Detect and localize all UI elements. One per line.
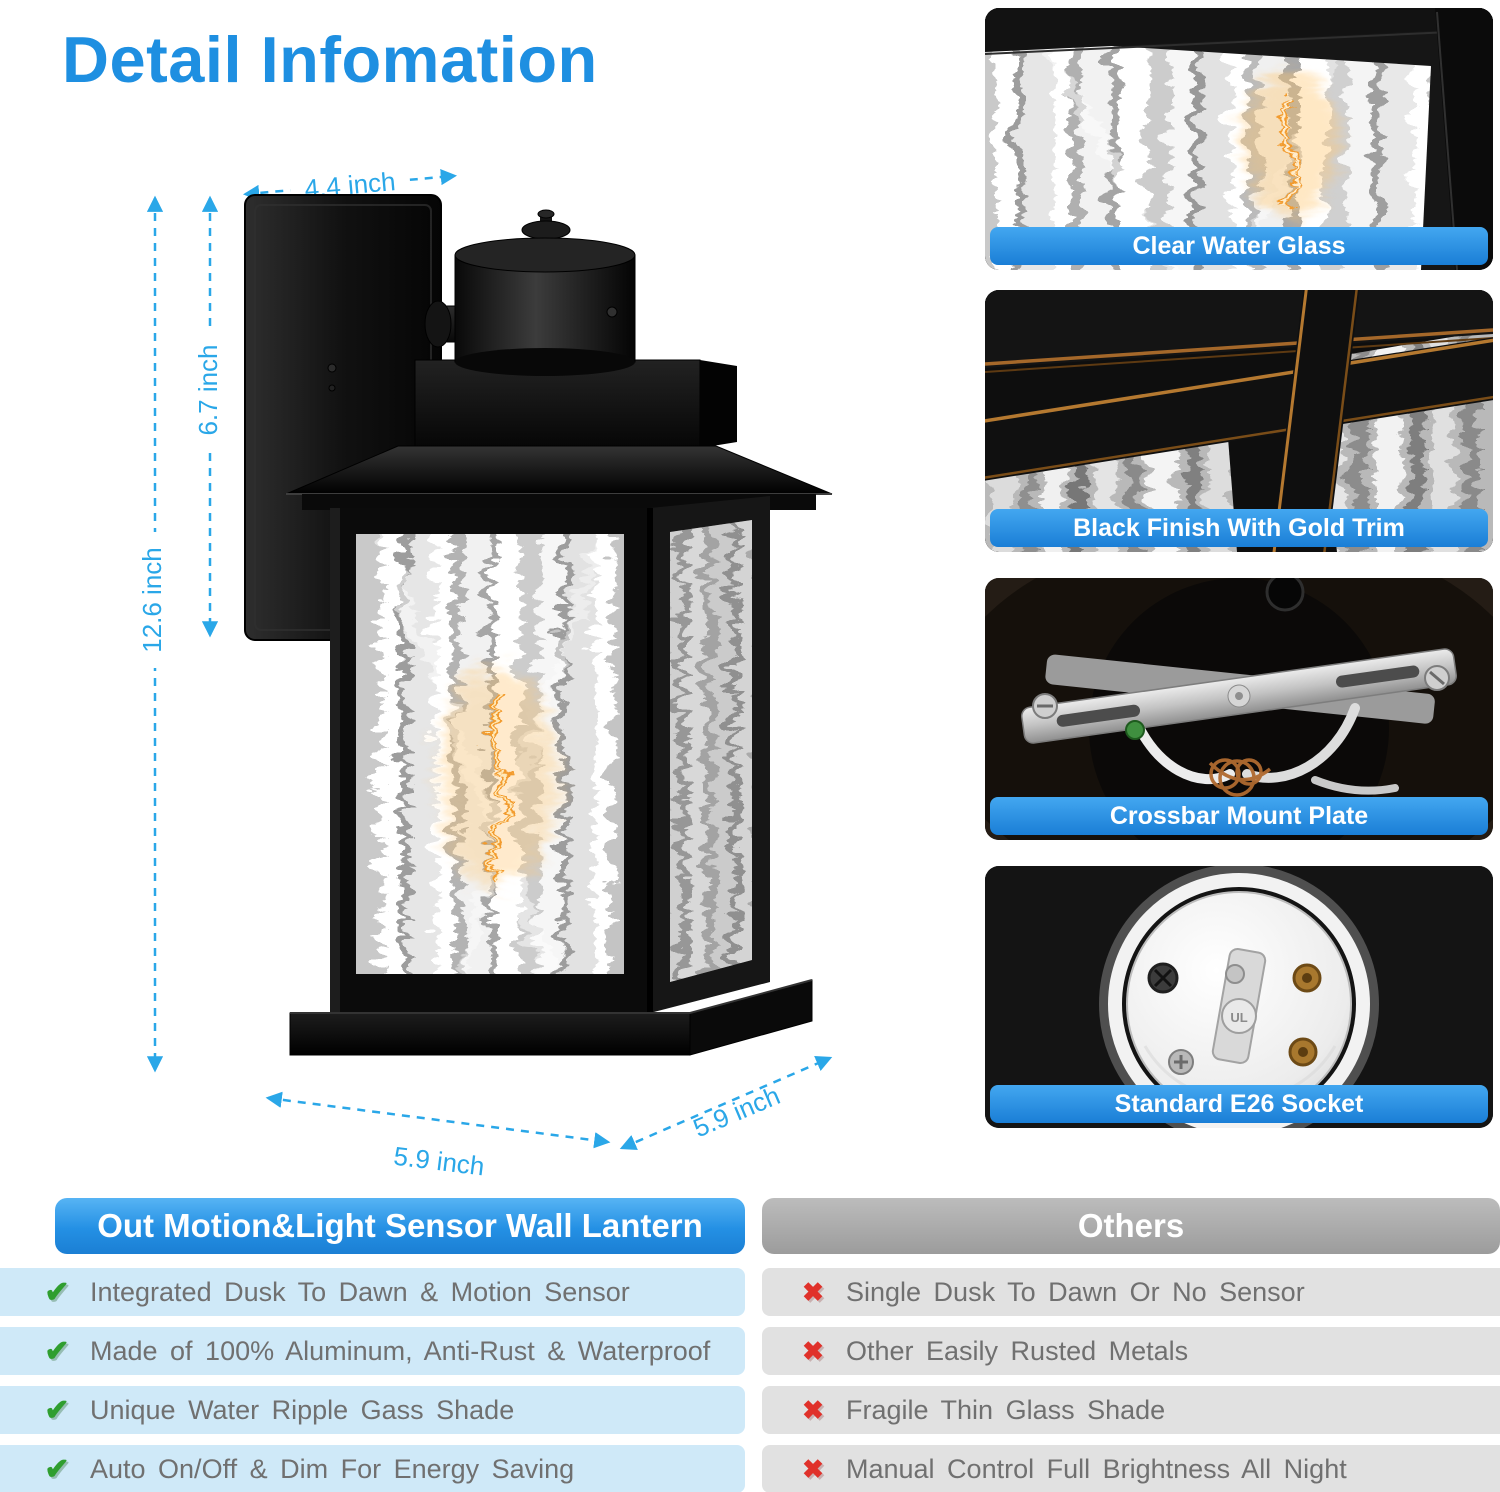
check-icon: ✔ xyxy=(44,1452,70,1486)
motion-sensor-head xyxy=(454,209,636,376)
pro-row-3: ✔ Unique Water Ripple Gass Shade xyxy=(0,1386,745,1434)
page-title: Detail Infomation xyxy=(62,23,598,96)
con-row-4: ✖ Manual Control Full Brightness All Nig… xyxy=(762,1445,1500,1492)
feature-label-clear-water-glass: Clear Water Glass xyxy=(990,227,1488,265)
pro-row-text: Auto On/Off & Dim For Energy Saving xyxy=(90,1453,575,1484)
feature-card-clear-water-glass: Clear Water Glass xyxy=(985,8,1493,270)
dim-label-base-depth: 5.9 inch xyxy=(689,1080,785,1143)
dimension-total-height: 12.6 inch xyxy=(136,195,167,1073)
e26-socket-photo: UL xyxy=(985,866,1493,1128)
side-water-glass-panel xyxy=(647,508,752,1013)
crossbar-mount-plate-photo xyxy=(985,578,1493,840)
feature-label-crossbar-mount-plate: Crossbar Mount Plate xyxy=(990,797,1488,835)
con-row-1: ✖ Single Dusk To Dawn Or No Sensor xyxy=(762,1268,1500,1316)
con-row-text: Single Dusk To Dawn Or No Sensor xyxy=(846,1276,1305,1307)
comparison-header-others: Others xyxy=(762,1198,1500,1254)
feature-card-standard-e26-socket: UL Standard E26 Socket xyxy=(985,866,1493,1128)
pro-row-text: Integrated Dusk To Dawn & Motion Sensor xyxy=(90,1276,630,1307)
pro-row-4: ✔ Auto On/Off & Dim For Energy Saving xyxy=(0,1445,745,1492)
cross-icon: ✖ xyxy=(802,1394,824,1425)
pro-row-text: Unique Water Ripple Gass Shade xyxy=(90,1394,515,1425)
lantern-base xyxy=(289,979,813,1056)
con-row-text: Manual Control Full Brightness All Night xyxy=(846,1453,1347,1484)
feature-label-black-finish-gold-trim: Black Finish With Gold Trim xyxy=(990,509,1488,547)
pro-row-2: ✔ Made of 100% Aluminum, Anti-Rust & Wat… xyxy=(0,1327,745,1375)
feature-label-standard-e26-socket: Standard E26 Socket xyxy=(990,1085,1488,1123)
dim-label-base-width: 5.9 inch xyxy=(392,1141,486,1182)
con-row-text: Fragile Thin Glass Shade xyxy=(846,1394,1166,1425)
con-row-3: ✖ Fragile Thin Glass Shade xyxy=(762,1386,1500,1434)
con-row-text: Other Easily Rusted Metals xyxy=(846,1335,1189,1366)
con-row-2: ✖ Other Easily Rusted Metals xyxy=(762,1327,1500,1375)
comparison-header-product: Out Motion&Light Sensor Wall Lantern xyxy=(55,1198,745,1254)
check-icon: ✔ xyxy=(44,1393,70,1427)
dimension-base-width: 5.9 inch xyxy=(265,1091,611,1182)
dimension-bracket-height: 6.7 inch xyxy=(192,195,223,638)
dimension-base-depth: 5.9 inch xyxy=(619,1056,833,1150)
dim-label-bracket-height: 6.7 inch xyxy=(193,344,223,435)
check-icon: ✔ xyxy=(44,1275,70,1309)
cross-icon: ✖ xyxy=(802,1335,824,1366)
feature-card-crossbar-mount-plate: Crossbar Mount Plate xyxy=(985,578,1493,840)
ul-marking: UL xyxy=(1230,1010,1247,1025)
black-finish-gold-trim-photo xyxy=(985,290,1493,552)
pro-row-1: ✔ Integrated Dusk To Dawn & Motion Senso… xyxy=(0,1268,745,1316)
front-water-glass-panel xyxy=(356,534,624,974)
pro-row-text: Made of 100% Aluminum, Anti-Rust & Water… xyxy=(90,1335,711,1366)
cross-icon: ✖ xyxy=(802,1276,824,1307)
cross-icon: ✖ xyxy=(802,1453,824,1484)
lantern-dimension-diagram: 12.6 inch 6.7 inch 4.4 inch xyxy=(136,164,833,1182)
feature-card-black-finish-gold-trim: Black Finish With Gold Trim xyxy=(985,290,1493,552)
check-icon: ✔ xyxy=(44,1334,70,1368)
dim-label-total-height: 12.6 inch xyxy=(137,547,167,653)
